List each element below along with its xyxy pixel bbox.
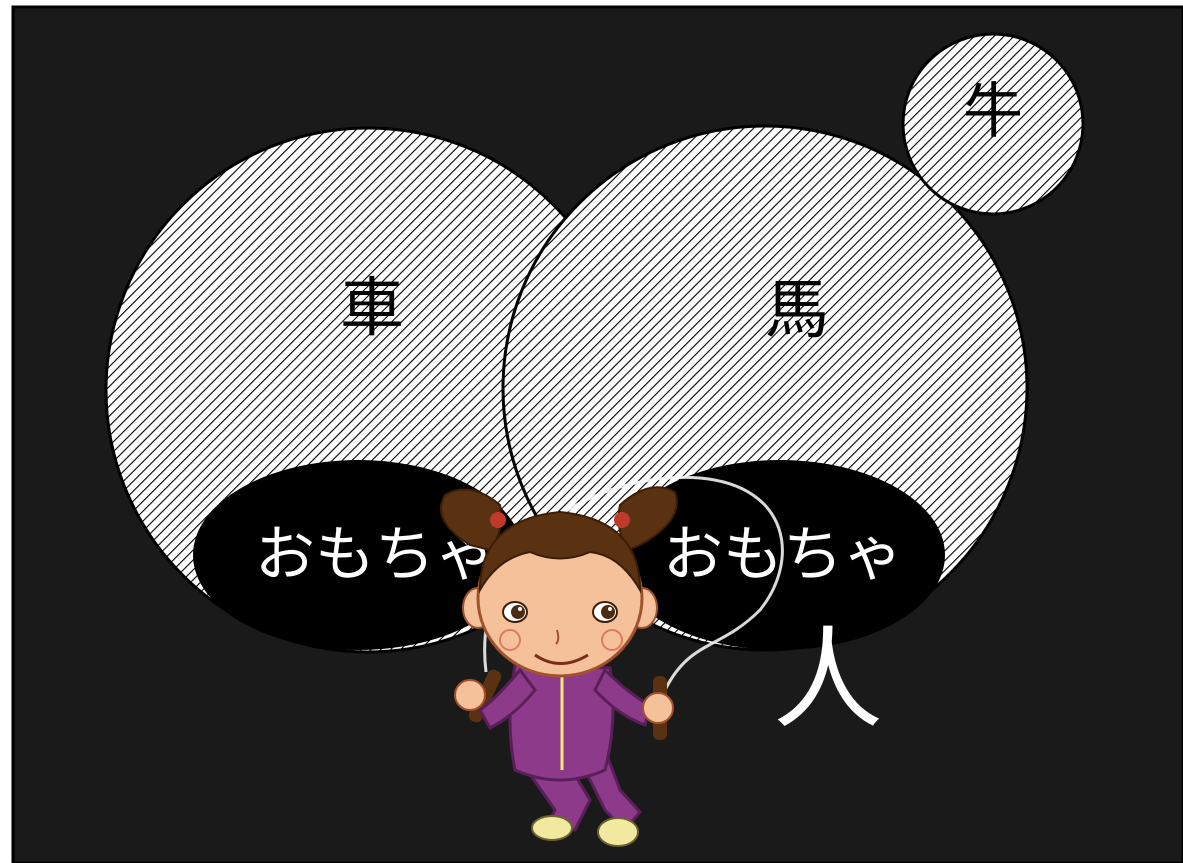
hair xyxy=(478,510,642,594)
hand-left xyxy=(454,679,486,711)
horse-label: 馬 xyxy=(765,274,829,348)
shoe-right xyxy=(597,817,639,847)
car-label: 車 xyxy=(340,272,404,346)
cow-circle xyxy=(901,32,1085,216)
hand-right xyxy=(642,692,674,724)
girl-jumping-rope-illustration xyxy=(440,475,784,847)
pigtail-left xyxy=(440,488,503,552)
cow-label: 牛 xyxy=(963,77,1023,147)
pigtail-right xyxy=(617,486,678,552)
person-label: 人 xyxy=(773,616,883,744)
shoe-left xyxy=(531,815,573,841)
toy-right-ellipse xyxy=(615,460,945,650)
